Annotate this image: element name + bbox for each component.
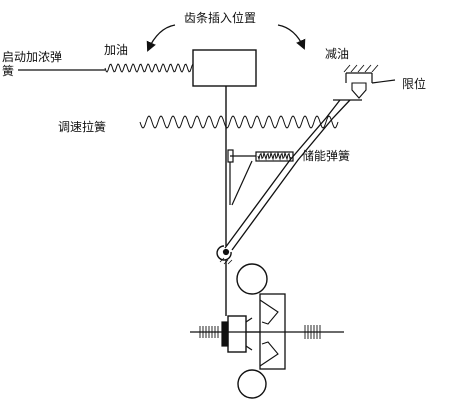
flyweight-arm-top xyxy=(259,299,279,325)
shaft-teeth-right xyxy=(304,325,321,339)
sleeve-collar xyxy=(221,321,229,347)
sleeve-bearing xyxy=(245,317,253,351)
fuel-decrease-arrow xyxy=(277,24,306,50)
limit-stop-bracket xyxy=(345,72,373,83)
energy-storage-spring xyxy=(257,151,292,161)
storage-spring-diagonal xyxy=(231,160,253,206)
flyweight-arm-bottom xyxy=(259,341,279,367)
start-enrichment-spring xyxy=(104,63,194,73)
fuel-increase-arrow xyxy=(146,24,176,52)
governor-tension-spring xyxy=(139,115,339,129)
label-energy-storage-spring: 储能弹簧 xyxy=(302,149,351,163)
shaft-teeth-left xyxy=(199,326,219,338)
label-limit-stop: 限位 xyxy=(402,77,427,91)
limit-leader xyxy=(371,79,396,84)
lever-pivot-hook xyxy=(216,245,232,261)
label-governor-tension-spring: 调速拉簧 xyxy=(58,120,107,134)
label-start-enrich-spring-2: 簧 xyxy=(2,64,15,78)
governor-lever xyxy=(224,99,351,251)
pivot-hatch xyxy=(219,257,233,265)
label-fuel-increase: 加油 xyxy=(104,43,129,57)
label-start-enrich-spring-1: 启动加浓弹 xyxy=(2,50,63,64)
sliding-sleeve xyxy=(227,315,247,353)
lever-pivot-pin xyxy=(222,248,230,256)
label-rack-insert-position: 齿条插入位置 xyxy=(184,11,257,25)
rack-block xyxy=(192,49,257,87)
limit-stop-screw xyxy=(351,82,367,99)
limit-stop-hatch xyxy=(343,64,379,73)
flyweight-top xyxy=(236,263,268,295)
label-fuel-decrease: 减油 xyxy=(325,47,350,61)
flyweight-bottom xyxy=(237,369,267,399)
